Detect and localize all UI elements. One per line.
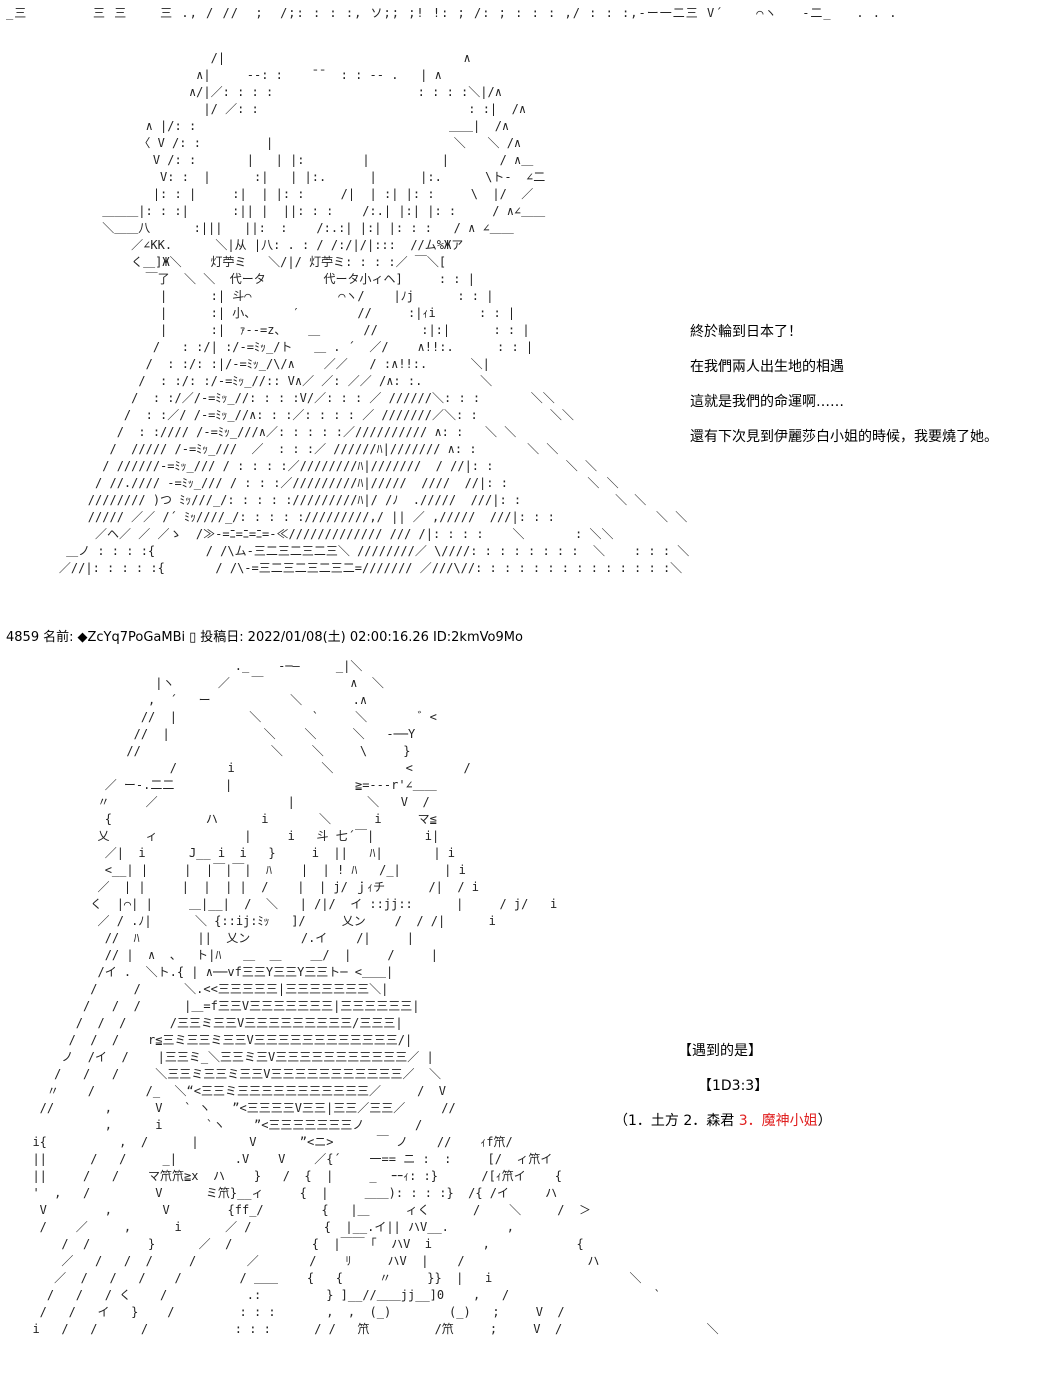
- dialogue-line: 這就是我們的命運啊……: [690, 394, 844, 410]
- poster-name-label: 名前:: [43, 630, 74, 645]
- roll-options: （1．土方 2．森君 3．魔神小姐）: [614, 1110, 832, 1130]
- top-ascii-line: _三 三 三 三 ., / // ; /;: : : :, ソ;; ;! !: …: [6, 6, 898, 20]
- post-number[interactable]: 4859: [6, 630, 40, 645]
- ascii-art-character-top: /| ∧ ∧| -‐: : ̄ ̄ : : -‐ . | ∧ ∧/|／: : :…: [58, 51, 690, 575]
- dialogue-caption: 終於輪到日本了！ 在我們兩人出生地的相遇 這就是我們的命運啊…… 還有下次見到伊…: [690, 315, 998, 455]
- poster-trip: ◆ZcYq7PoGaMBi: [77, 630, 186, 645]
- post-date-label: 投稿日:: [200, 630, 244, 645]
- dialogue-line: 終於輪到日本了！: [690, 324, 802, 340]
- poster-id[interactable]: ID:2kmVo9Mo: [432, 630, 523, 645]
- roll-selected-option: 3．魔神小姐: [738, 1113, 818, 1129]
- ascii-art-character-bottom: ._ ‐─― _|＼ |ヽ ／ ￣ ∧ ＼ , ´ ー ＼ .∧ // | ＼ …: [32, 659, 719, 1336]
- roll-options-prefix: （1．土方 2．森君: [614, 1113, 739, 1129]
- post-date: 2022/01/08(土) 02:00:16.26: [247, 630, 429, 645]
- roll-options-suffix: ）: [817, 1113, 832, 1129]
- dialogue-line: 在我們兩人出生地的相遇: [690, 359, 844, 375]
- roll-title: 【遇到的是】: [678, 1043, 762, 1059]
- mail-box-icon: ▯: [189, 630, 197, 645]
- dialogue-line: 還有下次見到伊麗莎白小姐的時候，我要燒了她。: [690, 429, 998, 445]
- dice-result: 【1D3:3】: [698, 1078, 769, 1094]
